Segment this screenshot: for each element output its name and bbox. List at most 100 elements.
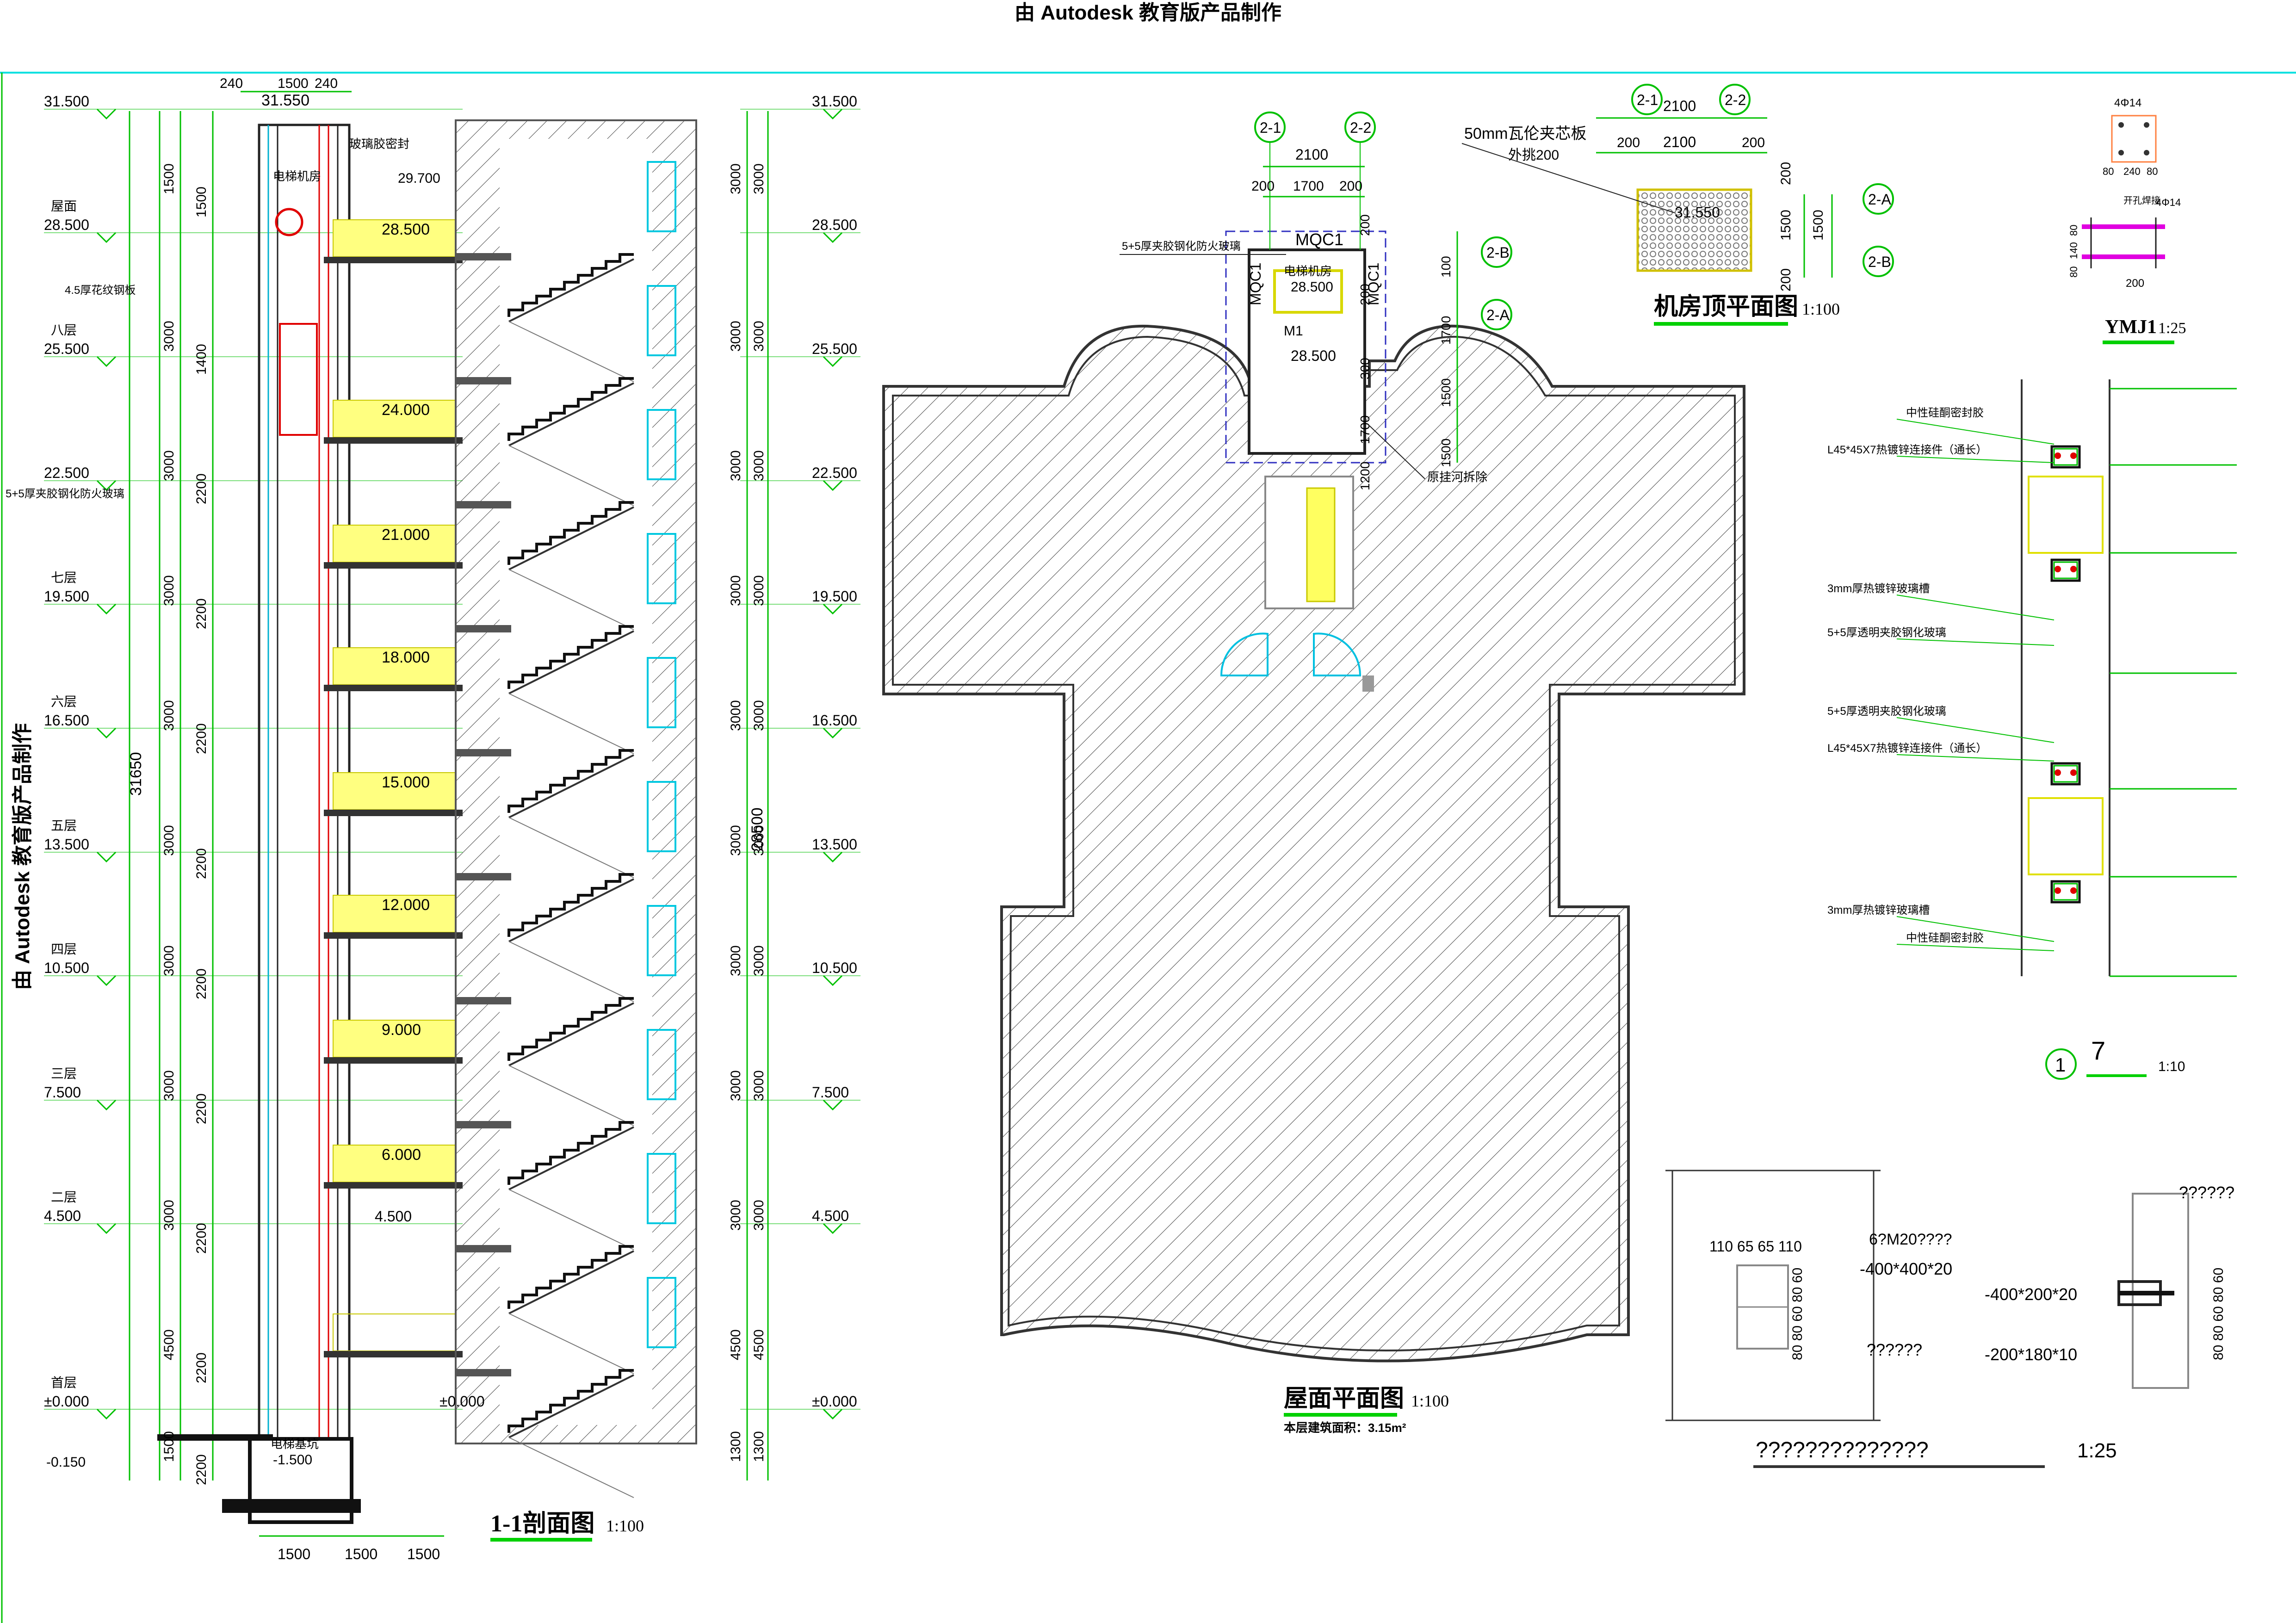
detail-clamps <box>2050 445 2081 904</box>
bottom-dim-1: 1500 <box>278 1546 310 1562</box>
inner-dim-3: 2200 <box>194 598 209 629</box>
note-pit: 电梯基坑 <box>271 1437 319 1451</box>
ymj-title: YMJ1 <box>2105 316 2157 338</box>
inner-dim-4: 2200 <box>194 723 209 754</box>
section-1-1: 31.50028.50025.50022.50019.50016.50013.5… <box>6 76 860 1562</box>
right-dim2-3: 3000 <box>751 575 767 606</box>
level-left-4: 19.500 <box>44 588 89 605</box>
level-left-6: 13.500 <box>44 836 89 853</box>
level-right-9: 4.500 <box>812 1208 849 1224</box>
ymj-dimv-2: 140 <box>2068 242 2079 259</box>
mr-axis-3: 2-B <box>1868 254 1891 270</box>
ymj-dimv-3: 80 <box>2068 266 2079 278</box>
level-left-7: 10.500 <box>44 960 89 976</box>
level-right-6: 13.500 <box>812 836 857 853</box>
roof-room-level: 28.500 <box>1291 279 1333 295</box>
roof-axis-3: 2-A <box>1486 307 1510 323</box>
detail-note-0: 中性硅酮密封胶 <box>1906 407 1984 419</box>
mr-dim-side3: 1500 <box>1811 210 1826 241</box>
roof-door: M1 <box>1284 323 1303 339</box>
inner-level-3: 18.000 <box>382 649 430 666</box>
inner-level-6: 9.000 <box>382 1021 421 1039</box>
mr-dim-top4: 200 <box>1742 135 1765 150</box>
right-dim-3: 3000 <box>728 575 743 606</box>
watermark-top: 由 Autodesk 教育版产品制作 <box>1015 1 1281 24</box>
bottom-dim-3: 1500 <box>407 1546 440 1562</box>
detail-note-2: 3mm厚热镀锌玻璃槽 <box>1827 582 1930 595</box>
mr-dim-top2: 200 <box>1617 135 1640 150</box>
ymj-dim-2: 240 <box>2123 166 2141 177</box>
embed-scale: 1:25 <box>2077 1439 2117 1462</box>
level-left-1: 28.500 <box>44 217 89 233</box>
inner-level-4: 15.000 <box>382 774 430 791</box>
right-dim-8: 3000 <box>728 1200 743 1231</box>
levels-right: 31.50028.50025.50022.50019.50016.50013.5… <box>740 93 860 1420</box>
note-pit-level: -1.500 <box>273 1452 312 1468</box>
level-left-8: 7.500 <box>44 1084 81 1101</box>
left-dim-1: 3000 <box>161 321 177 352</box>
mr-dim-side1: 200 <box>1778 162 1794 185</box>
roof-title: 屋面平面图 <box>1284 1386 1404 1412</box>
top-dim-2: 1500 <box>278 76 309 91</box>
inner-dim-10: 2200 <box>194 1454 209 1485</box>
top-level: 31.550 <box>261 92 309 109</box>
mr-scale: 1:100 <box>1802 300 1840 318</box>
right-dim2-0: 3000 <box>751 163 767 194</box>
floor-name-4: 五层 <box>51 818 77 833</box>
inner-dim-6: 2200 <box>194 968 209 999</box>
floor-name-6: 三层 <box>51 1066 77 1081</box>
roof-axis-2: 2-B <box>1486 244 1510 261</box>
mr-level: 31.550 <box>1675 204 1720 221</box>
top-dim-1: 240 <box>220 76 243 91</box>
roof-seal-note: 原挂河拆除 <box>1427 470 1487 484</box>
right-dim-7: 3000 <box>728 1070 743 1101</box>
roof-area-note: 本层建筑面积：3.15m² <box>1284 1421 1406 1435</box>
ymj1-detail: 4Φ14 4Φ14 开孔焊接 80 240 80 200 80 140 80 Y… <box>2068 97 2186 344</box>
roof-side-dim-6: 1700 <box>1358 415 1372 444</box>
embed-note-1: 6?M20???? <box>1869 1231 1952 1248</box>
roof-room-label: 电梯机房 <box>1284 264 1332 278</box>
right-dim-6: 3000 <box>728 945 743 976</box>
level-left-3: 22.500 <box>44 465 89 481</box>
ymj-note: 开孔焊接 <box>2123 195 2160 206</box>
level-right-3: 22.500 <box>812 465 857 481</box>
mr-axis-0: 2-1 <box>1637 92 1658 108</box>
level-left-10: ±0.000 <box>44 1393 89 1410</box>
embed-dims-v2: 80 80 60 80 60 <box>2211 1268 2226 1360</box>
floor-name-5: 四层 <box>51 942 77 956</box>
embed-detail: 110 65 65 110 6?M20???? -400*400*20 ????… <box>1665 1170 2234 1468</box>
mr-dim-top1: 2100 <box>1663 98 1696 114</box>
inner-level-1: 24.000 <box>382 401 430 419</box>
ymj-dim-1: 80 <box>2103 166 2114 177</box>
left-dim-8: 3000 <box>161 1200 177 1231</box>
level-right-5: 16.500 <box>812 712 857 729</box>
detail-note-6: 3mm厚热镀锌玻璃槽 <box>1827 904 1930 917</box>
note-fire-glass: 5+5厚夹胶钢化防火玻璃 <box>6 488 124 500</box>
roof-side-dim-1: 100 <box>1439 256 1453 278</box>
floor-name-1: 八层 <box>51 323 77 337</box>
mr-note2: 外挑200 <box>1508 148 1559 163</box>
below-zero-level: -0.150 <box>46 1455 86 1470</box>
left-dim-0: 1500 <box>161 163 177 194</box>
machine-room-roof-plan: 31.550 2100 200 2100 200 200 1500 1500 2… <box>1461 84 1894 326</box>
embed-note-5: -200*180*10 <box>1985 1345 2077 1364</box>
level-left-9: 4.500 <box>44 1208 81 1224</box>
inner-dim-9: 2200 <box>194 1352 209 1383</box>
mr-dim-side4: 200 <box>1778 268 1794 291</box>
roof-dim-200b: 200 <box>1339 179 1362 194</box>
left-dim-2: 3000 <box>161 450 177 481</box>
right-dim2-5: 3000 <box>751 825 767 856</box>
bottom-dim-2: 1500 <box>345 1546 378 1562</box>
mid-level-4500: 4.500 <box>375 1208 412 1225</box>
detail-note-1: L45*45X7热镀锌连接件（通长） <box>1827 444 1987 456</box>
stair-windows <box>647 161 676 1348</box>
roof-side-dim-3: 1700 <box>1439 316 1453 345</box>
right-dim-5: 3000 <box>728 825 743 856</box>
detail-scale: 1:10 <box>2158 1059 2185 1074</box>
roof-dim-200a: 200 <box>1251 179 1275 194</box>
section-title: 1-1剖面图 <box>490 1510 594 1537</box>
roof-side-dim-2: 200 <box>1358 284 1372 305</box>
